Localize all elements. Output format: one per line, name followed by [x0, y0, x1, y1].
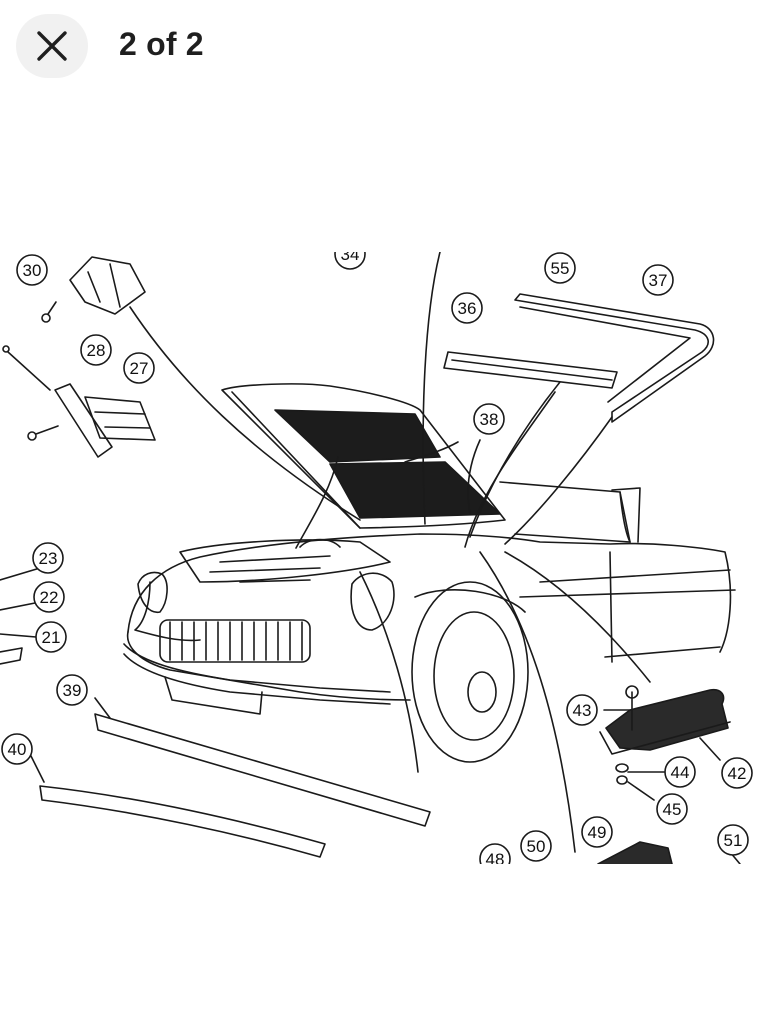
callout-44: 44 — [664, 756, 696, 788]
callout-28: 28 — [80, 334, 112, 366]
svg-text:39: 39 — [63, 681, 82, 700]
svg-text:28: 28 — [87, 341, 106, 360]
svg-text:51: 51 — [724, 831, 743, 850]
close-button[interactable] — [16, 14, 88, 78]
callout-50: 50 — [520, 830, 552, 862]
svg-text:34: 34 — [341, 252, 360, 264]
callout-36: 36 — [451, 292, 483, 324]
callout-45: 45 — [656, 793, 688, 825]
callout-37: 37 — [642, 264, 674, 296]
callout-23: 23 — [32, 542, 64, 574]
callout-48: 48 — [479, 843, 511, 864]
callout-49: 49 — [581, 816, 613, 848]
svg-text:38: 38 — [480, 410, 499, 429]
svg-text:42: 42 — [728, 764, 747, 783]
svg-text:43: 43 — [573, 701, 592, 720]
callout-30: 30 — [16, 254, 48, 286]
callout-39: 39 — [56, 674, 88, 706]
callout-22: 22 — [33, 581, 65, 613]
svg-text:55: 55 — [551, 259, 570, 278]
callout-42: 42 — [721, 757, 753, 789]
svg-text:49: 49 — [588, 823, 607, 842]
viewer-header: 2 of 2 — [0, 0, 768, 92]
svg-text:40: 40 — [8, 740, 27, 759]
svg-text:37: 37 — [649, 271, 668, 290]
callout-21: 21 — [35, 621, 67, 653]
callout-43: 43 — [566, 694, 598, 726]
exploded-parts-diagram: 30 28 27 34 55 37 — [0, 252, 753, 864]
svg-text:22: 22 — [40, 588, 59, 607]
svg-text:44: 44 — [671, 763, 690, 782]
callout-40: 40 — [1, 733, 33, 765]
svg-text:45: 45 — [663, 800, 682, 819]
callout-38: 38 — [473, 403, 505, 435]
image-viewport[interactable]: 30 28 27 34 55 37 — [0, 252, 768, 864]
callout-55: 55 — [544, 252, 576, 284]
callouts: 30 28 27 34 55 37 — [1, 252, 753, 864]
close-icon — [37, 31, 67, 61]
svg-text:21: 21 — [42, 628, 61, 647]
callout-51: 51 — [717, 824, 749, 856]
image-counter: 2 of 2 — [119, 26, 204, 62]
svg-text:23: 23 — [39, 549, 58, 568]
callout-34: 34 — [334, 252, 366, 270]
callout-27: 27 — [123, 352, 155, 384]
svg-text:50: 50 — [527, 837, 546, 856]
svg-text:48: 48 — [486, 850, 505, 864]
svg-text:27: 27 — [130, 359, 149, 378]
svg-text:30: 30 — [23, 261, 42, 280]
svg-text:36: 36 — [458, 299, 477, 318]
